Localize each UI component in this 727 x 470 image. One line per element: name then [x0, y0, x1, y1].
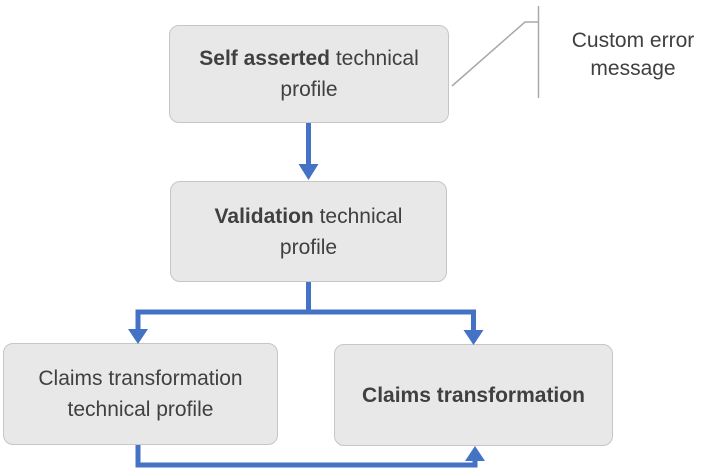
arrow-self-asserted-to-validation — [298, 123, 319, 180]
node-label: Claims transformation — [362, 380, 585, 411]
label-rest: technical profile — [280, 47, 419, 101]
node-validation-technical-profile: Validation technical profile — [170, 181, 447, 282]
label-rest: technical profile — [279, 204, 403, 259]
connector-validation-branch — [128, 282, 484, 345]
node-label: Validation technical profile — [185, 201, 432, 263]
arrowhead-down-icon — [128, 329, 148, 344]
arrowhead-down-icon — [298, 164, 319, 180]
label-bold: Self asserted — [199, 47, 331, 70]
node-claims-transformation: Claims transformation — [334, 344, 613, 446]
node-self-asserted-technical-profile: Self asserted technical profile — [169, 25, 449, 123]
arrowhead-down-icon — [463, 330, 484, 345]
callout-custom-error-message: Custom error message — [571, 29, 695, 80]
node-label: Self asserted technical profile — [184, 43, 434, 105]
node-label: Claims transformation technical profile — [18, 363, 263, 425]
connector-claims-tp-to-claims-transformation — [135, 445, 485, 468]
callout-leader-line — [451, 21, 539, 87]
arrowhead-up-icon — [465, 446, 485, 461]
label-rest: Claims transformation technical profile — [38, 367, 243, 421]
label-bold: Validation — [214, 204, 314, 228]
label-bold: Claims transformation — [362, 383, 585, 407]
node-claims-transformation-technical-profile: Claims transformation technical profile — [3, 343, 278, 445]
